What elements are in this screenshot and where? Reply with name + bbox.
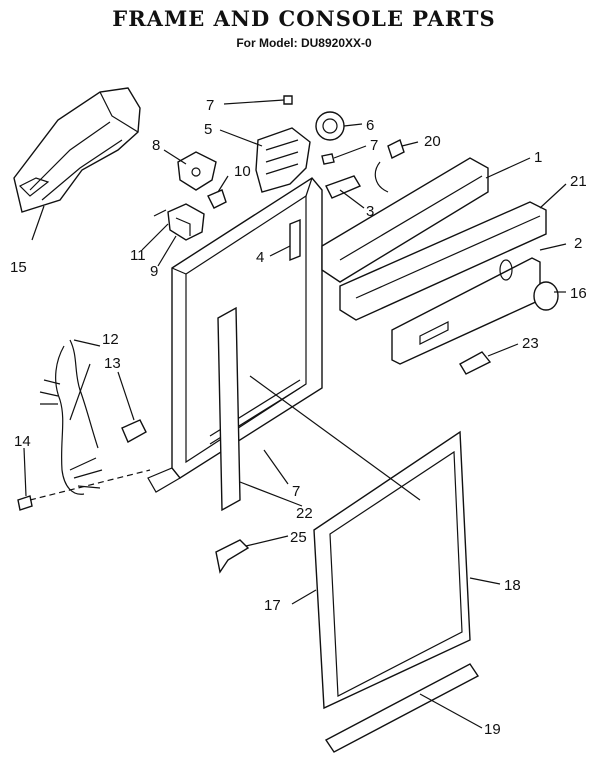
part-17-knob-drawing: [533, 281, 559, 311]
callout-3: 3: [366, 203, 374, 220]
console-panel-drawing: [321, 157, 547, 365]
leader-lines: [23, 99, 567, 729]
part-24-drawing: [459, 351, 492, 375]
callout-18: 17: [264, 597, 281, 614]
part-23-drawing: [217, 306, 241, 512]
part-5-6-7-drawing: [255, 95, 345, 193]
model-subtitle: For Model: DU8920XX-0: [236, 36, 372, 50]
callout-23: 22: [296, 505, 313, 522]
wire-harness-drawing: [17, 339, 151, 511]
callout-13: 12: [102, 331, 119, 348]
callout-21: 20: [424, 133, 441, 150]
part-21-drawing: [387, 139, 405, 159]
part-20-drawing: [324, 663, 480, 753]
door-panel-drawing: [313, 430, 471, 710]
page-title: FRAME AND CONSOLE PARTS: [112, 6, 496, 31]
callout-10: 9: [150, 263, 158, 280]
part-25-drawing: [215, 539, 250, 574]
callout-24: 23: [522, 335, 539, 352]
callout-25: 25: [290, 529, 307, 546]
callout-7a: 7: [206, 97, 214, 114]
callout-14: 13: [104, 355, 121, 372]
callout-16: 15: [10, 259, 27, 276]
callout-8: 7: [292, 483, 300, 500]
part-3-drawing: [325, 175, 362, 199]
part-10-12-drawing: [153, 203, 205, 241]
callout-12: 11: [130, 247, 146, 264]
callout-6: 6: [366, 117, 374, 134]
callout-22: 21: [570, 173, 587, 190]
callout-9: 8: [152, 137, 160, 154]
callout-2: 2: [574, 235, 582, 252]
callout-17: 16: [570, 285, 587, 302]
part-16-drawing: [13, 87, 141, 213]
callout-7b: 7: [370, 137, 378, 154]
callout-labels: 7 5 6 7 20 8 10 11 9 4 3 1 21 2 16 23 15…: [10, 97, 587, 738]
callout-4: 4: [256, 249, 264, 266]
callout-15: 14: [14, 433, 31, 450]
callout-11: 10: [234, 163, 251, 180]
door-frame-drawing: [147, 177, 323, 493]
callout-1: 1: [534, 149, 542, 166]
part-21-wire: [374, 161, 389, 193]
callout-19: 18: [504, 577, 521, 594]
callout-20: 19: [484, 721, 501, 738]
callout-5: 5: [204, 121, 212, 138]
part-9-11-drawing: [177, 151, 227, 209]
